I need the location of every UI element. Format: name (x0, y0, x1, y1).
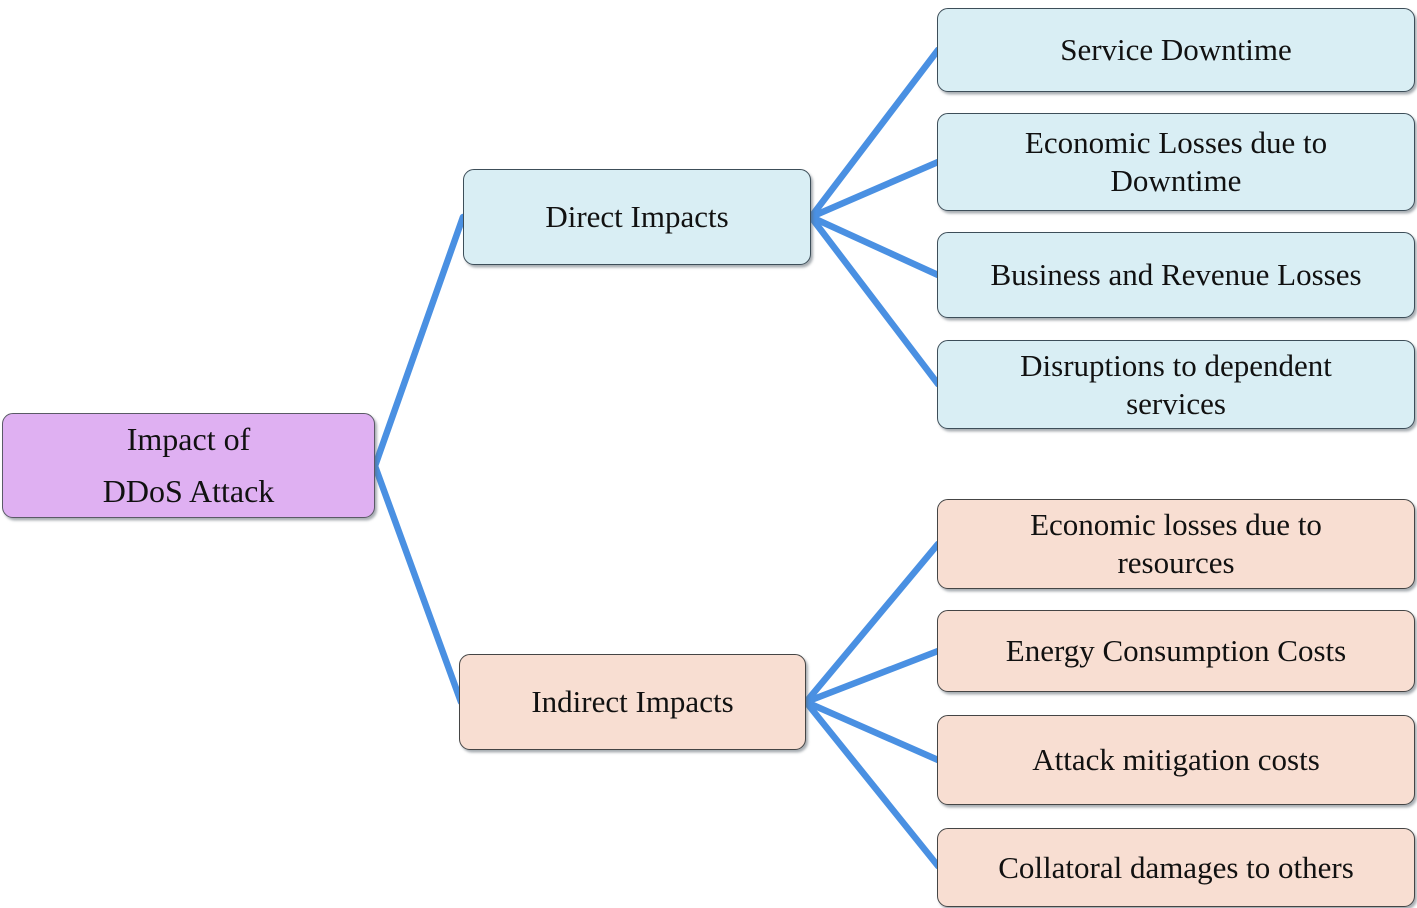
connector-direct-to-leaf1 (807, 46, 942, 221)
connector-root-to-direct (371, 213, 467, 470)
branch-node-direct-impacts: Direct Impacts (463, 169, 811, 265)
connector-indirect-to-leaf6 (802, 647, 942, 706)
branch-node-indirect-impacts: Indirect Impacts (459, 654, 806, 750)
leaf-node-service-downtime: Service Downtime (937, 8, 1415, 92)
connector-root-to-indirect (371, 462, 465, 706)
leaf-node-economic-losses-due-to-downtime: Economic Losses due to Downtime (937, 113, 1415, 211)
connector-direct-to-leaf2 (807, 158, 942, 221)
connector-indirect-to-leaf5 (802, 540, 942, 706)
connector-direct-to-leaf3 (807, 213, 942, 279)
leaf-node-disruptions-to-dependent-services: Disruptions to dependent services (937, 340, 1415, 429)
connector-indirect-to-leaf7 (802, 698, 942, 764)
connector-direct-to-leaf4 (807, 213, 942, 388)
root-node-impact-of-ddos-attack: Impact of DDoS Attack (2, 413, 375, 518)
leaf-node-collatoral-damages-to-others: Collatoral damages to others (937, 828, 1415, 907)
leaf-node-economic-losses-due-to-resources: Economic losses due to resources (937, 499, 1415, 589)
leaf-node-energy-consumption-costs: Energy Consumption Costs (937, 610, 1415, 692)
connector-indirect-to-leaf8 (802, 698, 942, 870)
leaf-node-business-and-revenue-losses: Business and Revenue Losses (937, 232, 1415, 318)
leaf-node-attack-mitigation-costs: Attack mitigation costs (937, 715, 1415, 805)
